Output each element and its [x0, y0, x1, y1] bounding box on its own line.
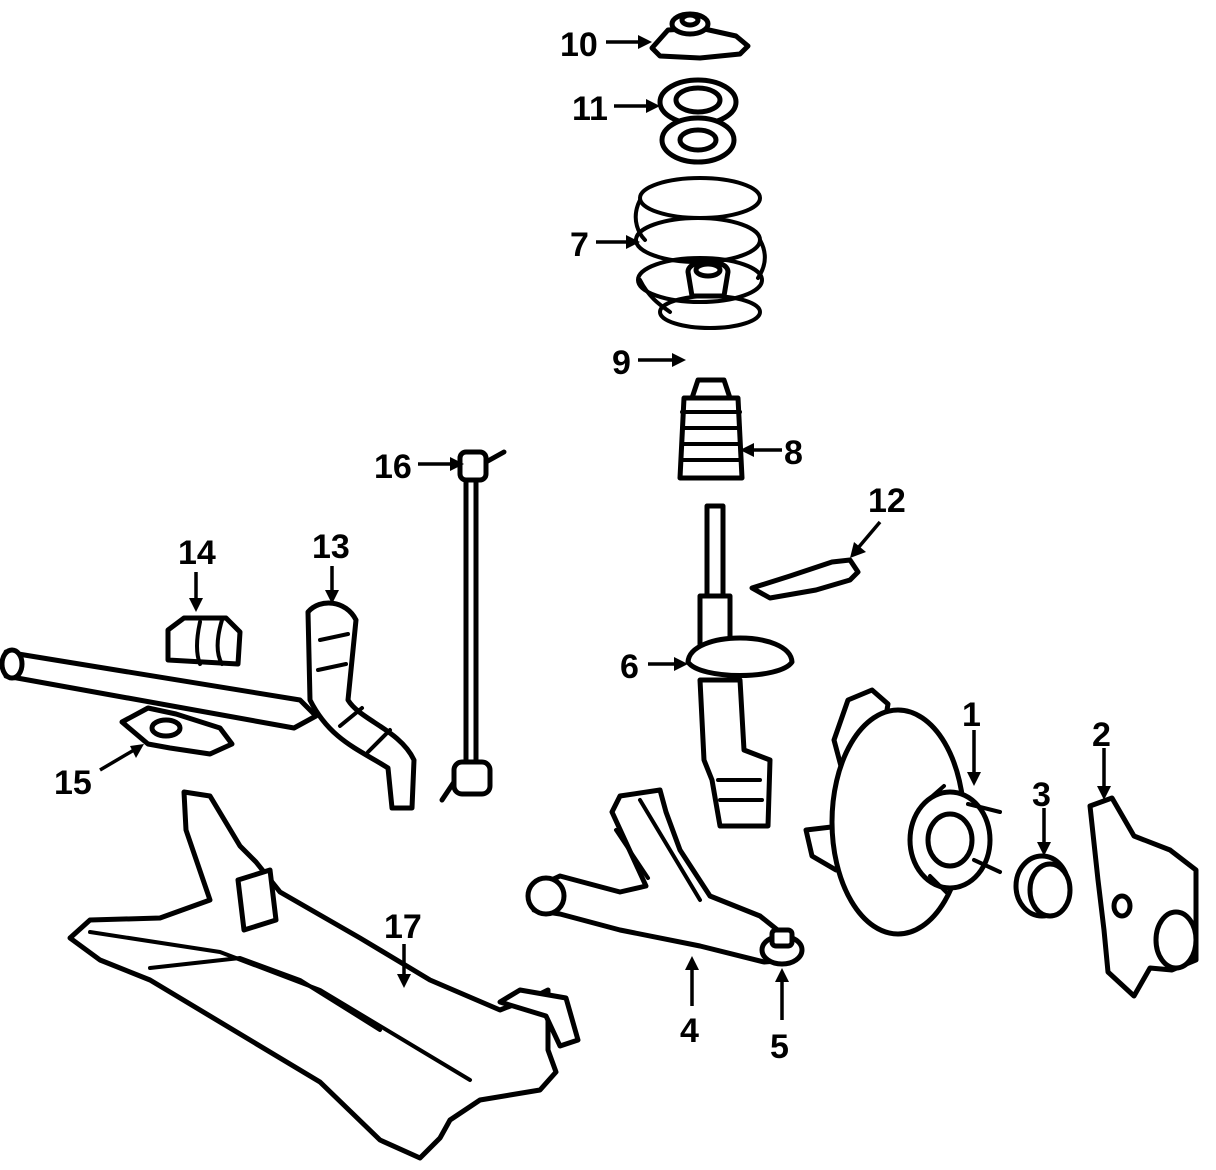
callout-2: 2 — [1092, 716, 1111, 800]
callout-17: 17 — [384, 908, 422, 988]
callout-3: 3 — [1032, 776, 1051, 856]
spring-isolator-part — [749, 557, 861, 601]
dust-boot-part — [677, 377, 745, 481]
strut-mount-part — [649, 11, 751, 61]
callout-label: 8 — [784, 434, 803, 472]
stabilizer-link-part — [439, 449, 507, 803]
stabilizer-bracket-part — [119, 705, 235, 757]
callout-6: 6 — [620, 648, 688, 686]
callout-15: 15 — [54, 744, 144, 802]
callout-13: 13 — [312, 528, 350, 604]
callout-label: 12 — [868, 482, 906, 520]
callout-12: 12 — [850, 482, 906, 558]
callout-9: 9 — [612, 344, 686, 382]
callout-label: 15 — [54, 764, 92, 802]
callout-4: 4 — [680, 956, 699, 1050]
callout-1: 1 — [962, 696, 981, 786]
coil-spring-part — [633, 176, 767, 330]
lower-control-arm-part — [525, 787, 793, 965]
callout-label: 13 — [312, 528, 350, 566]
callout-label: 5 — [770, 1028, 789, 1066]
callout-8: 8 — [740, 434, 803, 472]
callout-11: 11 — [572, 90, 660, 128]
stabilizer-bushing-part — [165, 615, 243, 667]
callout-label: 10 — [560, 26, 598, 64]
callout-14: 14 — [178, 534, 216, 612]
callout-label: 9 — [612, 344, 631, 382]
callout-10: 10 — [560, 26, 652, 64]
callout-label: 16 — [374, 448, 412, 486]
stabilizer-bar-part — [0, 647, 319, 731]
crossmember-part — [67, 789, 581, 1161]
callout-16: 16 — [374, 448, 464, 486]
wheel-bearing-part — [1013, 853, 1073, 919]
callout-5: 5 — [770, 968, 789, 1066]
callout-7: 7 — [570, 226, 640, 264]
callout-label: 2 — [1092, 716, 1111, 754]
steering-knuckle-part — [1087, 795, 1199, 999]
callout-label: 17 — [384, 908, 422, 946]
callout-label: 4 — [680, 1012, 699, 1050]
callout-label: 6 — [620, 648, 639, 686]
callout-label: 3 — [1032, 776, 1051, 814]
ball-joint-part — [759, 927, 805, 967]
callout-label: 7 — [570, 226, 589, 264]
stabilizer-bar-bend-part — [305, 600, 417, 811]
callout-label: 11 — [572, 90, 608, 128]
bump-stop-part — [685, 259, 731, 299]
callout-label: 1 — [962, 696, 981, 734]
knuckle-hub-part — [803, 687, 1002, 937]
strut-assembly-part — [685, 503, 795, 829]
bearing-seat-part — [657, 77, 739, 165]
callout-label: 14 — [178, 534, 216, 572]
